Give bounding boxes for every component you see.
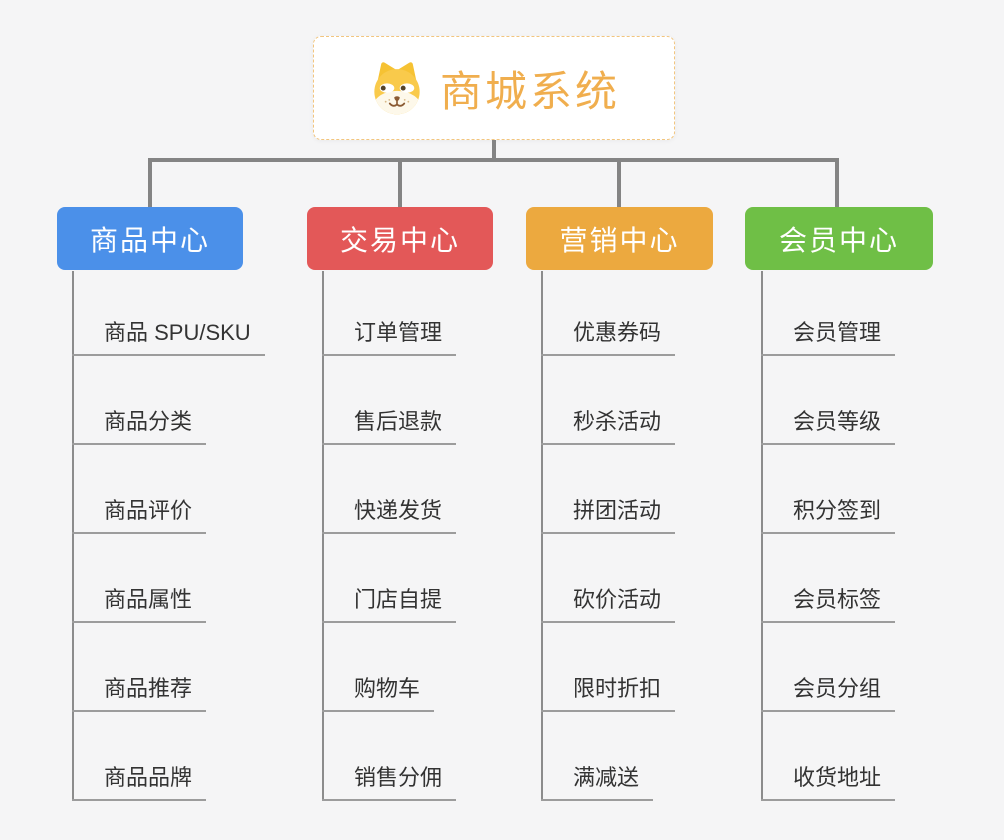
leaf-item[interactable]: 商品品牌 xyxy=(72,764,207,801)
leaf-item[interactable]: 优惠券码 xyxy=(541,319,676,356)
leaf-item[interactable]: 快递发货 xyxy=(322,497,457,534)
connector-bus xyxy=(148,158,839,162)
leaf-item[interactable]: 限时折扣 xyxy=(541,675,676,712)
leaf-item[interactable]: 会员分组 xyxy=(761,675,896,712)
leaf-item[interactable]: 商品属性 xyxy=(72,586,207,623)
connector-drop xyxy=(398,158,402,207)
connector-drop xyxy=(148,158,152,207)
leaf-item[interactable]: 会员管理 xyxy=(761,319,896,356)
connector-column-line xyxy=(322,271,324,801)
leaf-item[interactable]: 销售分佣 xyxy=(322,764,457,801)
connector-root-stub xyxy=(492,140,496,162)
leaf-item[interactable]: 满减送 xyxy=(541,764,654,801)
connector-column-line xyxy=(761,271,763,801)
leaf-item[interactable]: 商品推荐 xyxy=(72,675,207,712)
connector-drop xyxy=(617,158,621,207)
leaf-item[interactable]: 门店自提 xyxy=(322,586,457,623)
branch-header-member-center[interactable]: 会员中心 xyxy=(745,207,933,270)
leaf-item[interactable]: 会员标签 xyxy=(761,586,896,623)
leaf-item[interactable]: 商品分类 xyxy=(72,408,207,445)
leaf-item[interactable]: 砍价活动 xyxy=(541,586,676,623)
leaf-item[interactable]: 购物车 xyxy=(322,675,435,712)
leaf-item[interactable]: 订单管理 xyxy=(322,319,457,356)
leaf-item[interactable]: 积分签到 xyxy=(761,497,896,534)
leaf-item[interactable]: 秒杀活动 xyxy=(541,408,676,445)
root-node[interactable]: 商城系统 xyxy=(313,36,675,140)
leaf-item[interactable]: 收货地址 xyxy=(761,764,896,801)
dog-face-icon xyxy=(374,62,420,115)
connector-column-line xyxy=(541,271,543,801)
branch-header-product-center[interactable]: 商品中心 xyxy=(57,207,243,270)
root-title: 商城系统 xyxy=(439,67,620,115)
branch-header-trade-center[interactable]: 交易中心 xyxy=(307,207,493,270)
branch-header-marketing-center[interactable]: 营销中心 xyxy=(526,207,713,270)
leaf-item[interactable]: 会员等级 xyxy=(761,408,896,445)
leaf-item[interactable]: 售后退款 xyxy=(322,408,457,445)
leaf-item[interactable]: 商品 SPU/SKU xyxy=(72,319,265,356)
connector-column-line xyxy=(72,271,74,801)
leaf-item[interactable]: 商品评价 xyxy=(72,497,207,534)
leaf-item[interactable]: 拼团活动 xyxy=(541,497,676,534)
connector-drop xyxy=(835,158,839,207)
